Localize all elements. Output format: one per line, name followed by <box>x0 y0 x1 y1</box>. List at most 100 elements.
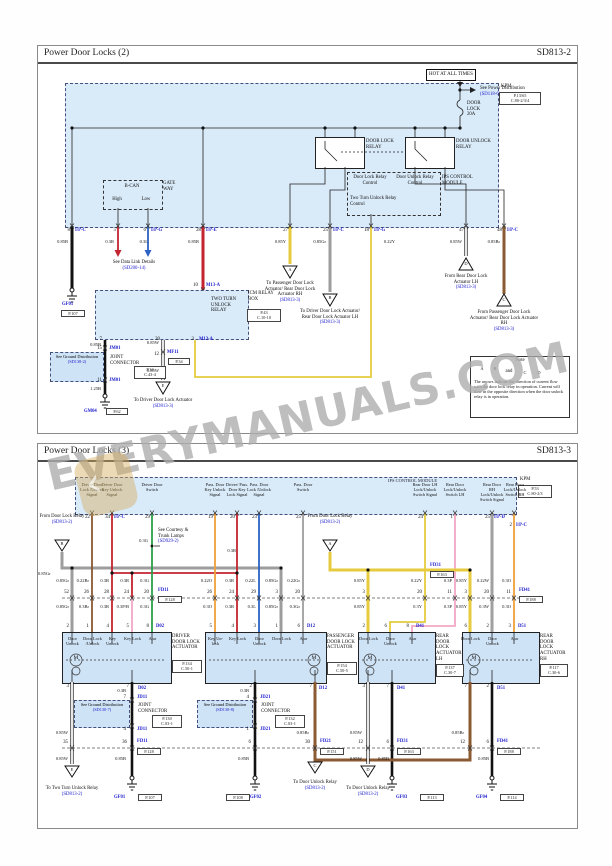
terminal-label: Door Lock <box>461 636 480 641</box>
wire-gauge: 0.85Gr <box>56 578 69 583</box>
pin-number: 20 <box>295 590 300 595</box>
actuator-name: DRIVER DOOR LOCK ACTUATOR <box>172 634 200 651</box>
triangle-d-label: From Rear Door Lock Actuator LH (SD813-3… <box>444 274 488 291</box>
pin-number: 6 <box>143 228 146 233</box>
pin-number: 5 <box>209 624 212 629</box>
module-col-label: Driver Door Key Unlock Signal <box>101 482 123 497</box>
wire-gauge: 0.3O <box>502 604 511 609</box>
panel1-header: Power Door Locks (2) SD813-2 <box>38 46 577 64</box>
motor-symbol-label: M <box>367 655 373 661</box>
pin-number: 11 <box>506 590 511 595</box>
pin-number: 1 <box>246 727 249 732</box>
motor-symbol-label: M <box>471 655 477 661</box>
wire-gauge: 0.85Gr <box>38 571 51 576</box>
ground-connector-box: P.107 <box>138 794 162 802</box>
pin-number: 8 <box>67 228 70 233</box>
connector-name: MF11 <box>167 350 179 355</box>
connector-name: I/P-G <box>151 228 163 233</box>
note-triangle-c: C <box>523 370 527 375</box>
wire-gauge: 0.85Gr <box>265 604 278 609</box>
ground-name: GF01 <box>62 302 74 307</box>
wire-gauge: 0.3L <box>139 239 148 244</box>
ground-connector-box: P.114 <box>500 794 524 802</box>
panel2-code: SD813-3 <box>536 446 571 456</box>
pin-number: 3 <box>508 624 511 629</box>
connector-name: JD21 <box>260 695 271 700</box>
triangle-c2-label: To Door Unlock Relay (SD813-2) <box>293 780 337 791</box>
pin-number: 18 <box>364 228 369 233</box>
pin-number: 28 <box>104 590 109 595</box>
connector-name: I/P-G <box>374 228 386 233</box>
triangle-b-label: To Driver Door Lock Actuator/ Rear Door … <box>300 309 360 326</box>
connector-name: I/P-C <box>333 228 344 233</box>
wire-gauge: 0.85Br <box>487 239 500 244</box>
module-col-label: Driver Door Lock /Unlock Signal <box>80 482 104 497</box>
pin-number: 25 <box>323 228 328 233</box>
module-col-label: Rear Door Lock/Unlock Switch LH <box>443 482 467 497</box>
ground-connector-box: P.62 <box>106 408 128 416</box>
module-col-label: Pass. Door Key Unlock Signal <box>204 482 226 497</box>
pin-number: 4 <box>123 727 126 732</box>
triangle-e-label: To Driver Door Lock Actuator (SD813-3) <box>133 398 193 409</box>
pin-number: 3 <box>66 684 69 689</box>
triangle-letter-d: D <box>366 767 370 772</box>
wire-gauge: 0.85W <box>146 368 159 373</box>
connector-box: P.163 <box>397 748 421 756</box>
wire-gauge: 0.85W <box>55 730 68 735</box>
module-col-label: Driver/ Pass. Door Key Lock Signal <box>225 482 249 497</box>
wire-gauge: 0.85Y <box>353 578 365 583</box>
pin-number: 3 <box>275 590 278 595</box>
pin-number: 7 <box>386 684 389 689</box>
pin-number: 52 <box>64 590 69 595</box>
pin-number: 34 <box>105 515 110 520</box>
pin-number: 2 <box>66 624 69 629</box>
pin-number: 7 <box>99 337 102 342</box>
module-col-label: Driver Door Switch <box>141 482 163 492</box>
terminal-label: Door Lock <box>359 636 378 641</box>
connector-box: P.188 <box>519 596 543 604</box>
wire-gauge: 0.22Br <box>76 578 89 583</box>
triangle-letter-d: D <box>464 261 468 266</box>
terminal-label: Ajar <box>299 636 308 641</box>
bcan-low: Low <box>141 197 151 202</box>
power-distribution-ref: See Power Distribution (SD118-6) <box>480 86 525 97</box>
pin-number: 2 <box>486 624 489 629</box>
panel2-title: Power Door Locks (3) <box>44 446 130 456</box>
wire-gauge: 0.22O <box>200 578 212 583</box>
wire-gauge: 0.85B <box>238 756 249 761</box>
pin-number: 5 <box>126 624 129 629</box>
pin-number: 4 <box>246 695 249 700</box>
terminal-label: Door Unlock <box>384 636 397 646</box>
ground-distribution-ref-box: See Ground Distribution (SD130-7) <box>74 700 130 728</box>
wire-gauge: 0.85W <box>349 756 362 761</box>
wire-gauge: 0.85W <box>349 730 362 735</box>
two-turn-unlock-relay-control: Two Turn Unlock Relay Control <box>350 196 397 207</box>
wire-gauge: 0.3G <box>140 604 149 609</box>
pin-number: 6 <box>384 624 387 629</box>
pin-number: 28 <box>196 228 201 233</box>
wire-gauge: 0.3O <box>203 604 212 609</box>
pin-number: 8 <box>146 624 149 629</box>
wire-gauge: 0.3B <box>117 688 126 693</box>
connector-name: JM01 <box>109 378 121 383</box>
pin-number: 8 <box>406 624 409 629</box>
pin-number: 1 <box>275 624 278 629</box>
pin-number: 24 <box>124 590 129 595</box>
wire-gauge: 0.3R <box>225 578 234 583</box>
pin-number: 4 <box>106 624 109 629</box>
connector-name: JD11 <box>137 727 148 732</box>
ips-control-module-label-2: IPS CONTROL MODULE <box>388 478 438 483</box>
from-door-lock-relay-b: From Door Lock Relay (SD813-2) <box>39 514 85 525</box>
wire-gauge: 0.3Y <box>413 604 422 609</box>
wire-gauge: 0.22L <box>245 578 256 583</box>
wire-gauge: 1.25B <box>90 386 101 391</box>
module-col-label: Rear Door Lock/Unlock Switch RH <box>503 482 527 497</box>
wire-gauge: 0.22Y <box>410 578 422 583</box>
connector-name: D12 <box>307 624 316 629</box>
pin-number: 6 <box>297 624 300 629</box>
ground-distribution-ref-box: See Ground Distribution (SD130-8) <box>197 700 253 728</box>
pin-number: 47 <box>459 228 464 233</box>
wire-gauge: 0.85R <box>188 239 199 244</box>
